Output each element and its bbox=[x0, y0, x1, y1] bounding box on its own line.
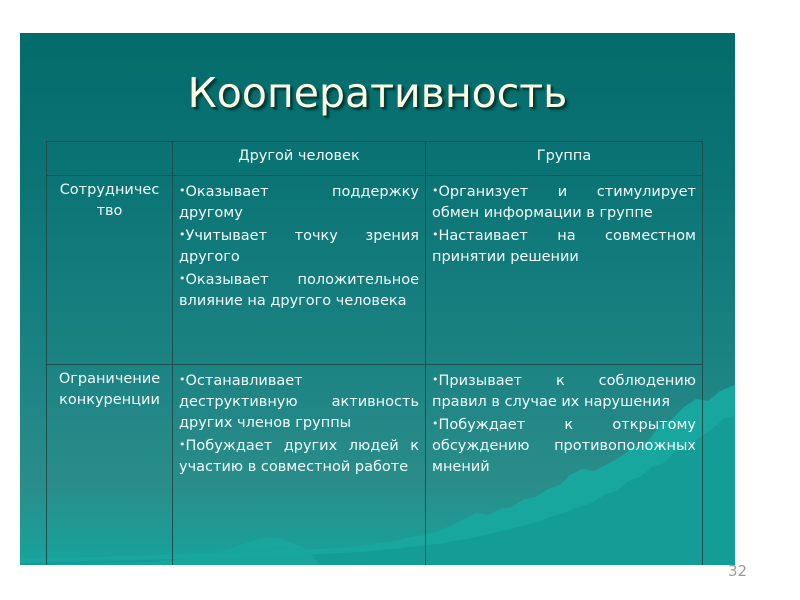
table-header-row: Другой человек Группа bbox=[46, 141, 703, 176]
header-cell-blank bbox=[46, 141, 173, 176]
bullet-list: Организует и стимулирует обмен информаци… bbox=[432, 180, 696, 268]
list-item: Призывает к соблюдению правил в случае и… bbox=[432, 369, 696, 413]
row-label-cooperation: Сотрудничес тво bbox=[46, 175, 173, 365]
bullet-list: Останавливает деструктивную активность д… bbox=[179, 369, 419, 478]
row-label-competition-limitation: Ограничение конкуренции bbox=[46, 364, 173, 565]
list-item: Организует и стимулирует обмен информаци… bbox=[432, 180, 696, 224]
bullet-list: Оказывает поддержку другому Учитывает то… bbox=[179, 180, 419, 312]
list-item: Учитывает точку зрения другого bbox=[179, 224, 419, 268]
bullet-list: Призывает к соблюдению правил в случае и… bbox=[432, 369, 696, 478]
list-item: Оказывает поддержку другому bbox=[179, 180, 419, 224]
list-item: Оказывает положительное влияние на друго… bbox=[179, 268, 419, 312]
cooperativeness-table: Другой человек Группа Сотрудничес тво Ок… bbox=[46, 141, 703, 565]
list-item: Останавливает деструктивную активность д… bbox=[179, 369, 419, 434]
cell-cooperation-other-person: Оказывает поддержку другому Учитывает то… bbox=[172, 175, 426, 365]
cell-cooperation-group: Организует и стимулирует обмен информаци… bbox=[425, 175, 703, 365]
table-row: Ограничение конкуренции Останавливает де… bbox=[46, 364, 703, 565]
page-number: 32 bbox=[728, 562, 748, 580]
cell-competition-other-person: Останавливает деструктивную активность д… bbox=[172, 364, 426, 565]
table-row: Сотрудничес тво Оказывает поддержку друг… bbox=[46, 175, 703, 365]
list-item: Побуждает к открытому обсуждению противо… bbox=[432, 413, 696, 478]
header-cell-group: Группа bbox=[425, 141, 703, 176]
page-title: Кооперативность bbox=[187, 69, 568, 117]
cell-competition-group: Призывает к соблюдению правил в случае и… bbox=[425, 364, 703, 565]
header-cell-other-person: Другой человек bbox=[172, 141, 426, 176]
list-item: Побуждает других людей к участию в совме… bbox=[179, 434, 419, 478]
list-item: Настаивает на совместном принятии решени… bbox=[432, 224, 696, 268]
presentation-slide: Кооперативность Другой человек Группа Со… bbox=[20, 33, 735, 565]
